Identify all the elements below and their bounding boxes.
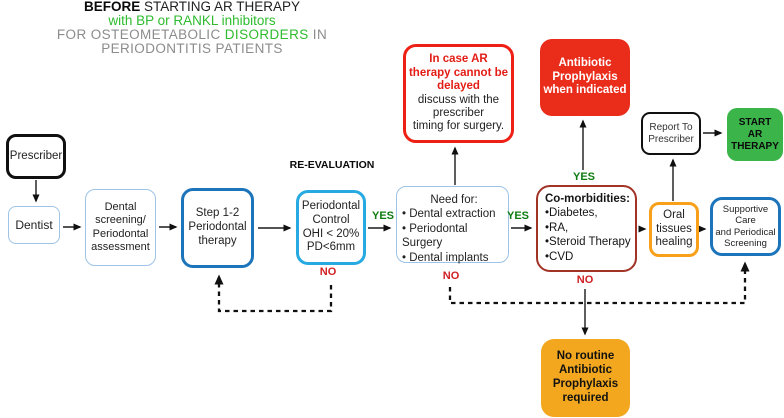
dental-screening-box: Dental screening/ Periodontal assessment	[85, 189, 156, 266]
antibiotic-prophylaxis-box: Antibiotic Prophylaxis when indicated	[540, 39, 630, 116]
in-case-ar-box: In case AR therapy cannot be delayed dis…	[403, 44, 514, 143]
no-label-control: NO	[319, 266, 337, 278]
no-label-need: NO	[442, 270, 460, 282]
yes-label-need: YES	[506, 210, 529, 222]
comorbidities-title: Co-morbidities:	[545, 193, 630, 205]
in-case-emphasis: In case AR therapy cannot be delayed	[408, 53, 509, 93]
oral-tissues-healing-box: Oral tissues healing	[649, 202, 699, 257]
title-line-4: PERIODONTITIS PATIENTS	[101, 41, 283, 56]
need-for-title: Need for:	[430, 194, 478, 206]
report-to-prescriber-box: Report To Prescriber	[641, 112, 701, 155]
title-line-2: with BP or RANKL inhibitors	[108, 13, 276, 28]
title-line-3: FOR OSTEOMETABOLIC DISORDERS IN	[56, 27, 328, 42]
in-case-body: discuss with the prescriber timing for s…	[412, 93, 505, 133]
need-item: • Periodontal Surgery	[402, 222, 468, 250]
comorbidities-box: Co-morbidities: •Diabetes, •RA, •Steroid…	[536, 185, 637, 272]
need-for-box: Need for: • Dental extraction • Periodon…	[396, 186, 509, 265]
title-line-1: BEFORE STARTING AR THERAPY	[83, 0, 301, 14]
supportive-care-box: Supportive Care and Periodical Screening	[710, 197, 781, 256]
yes-label-control: YES	[371, 210, 394, 222]
periodontal-control-box: Periodontal Control OHI < 20% PD<6mm	[296, 190, 366, 265]
page-title: BEFORE STARTING AR THERAPY with BP or RA…	[0, 0, 384, 56]
comorbidity-item: •RA,	[545, 221, 569, 234]
start-ar-therapy-box: START AR THERAPY	[727, 108, 783, 161]
no-routine-prophylaxis-box: No routine Antibiotic Prophylaxis requir…	[541, 339, 630, 417]
comorbidity-item: •Diabetes,	[545, 207, 598, 219]
need-item: • Dental implants	[402, 252, 489, 265]
comorbidity-item: •CVD	[545, 251, 574, 264]
step12-periodontal-therapy-box: Step 1-2 Periodontal therapy	[181, 188, 254, 268]
no-label-comorb: NO	[576, 274, 594, 286]
dashed-arrow-control-no-step12	[214, 274, 333, 313]
yes-label-comorb: YES	[572, 171, 595, 183]
comorbidity-item: •Steroid Therapy	[545, 236, 631, 249]
prescriber-box: Prescriber	[6, 134, 66, 179]
dentist-box: Dentist	[8, 206, 60, 244]
re-evaluation-label: RE-EVALUATION	[289, 159, 375, 171]
need-item: • Dental extraction	[402, 208, 496, 220]
